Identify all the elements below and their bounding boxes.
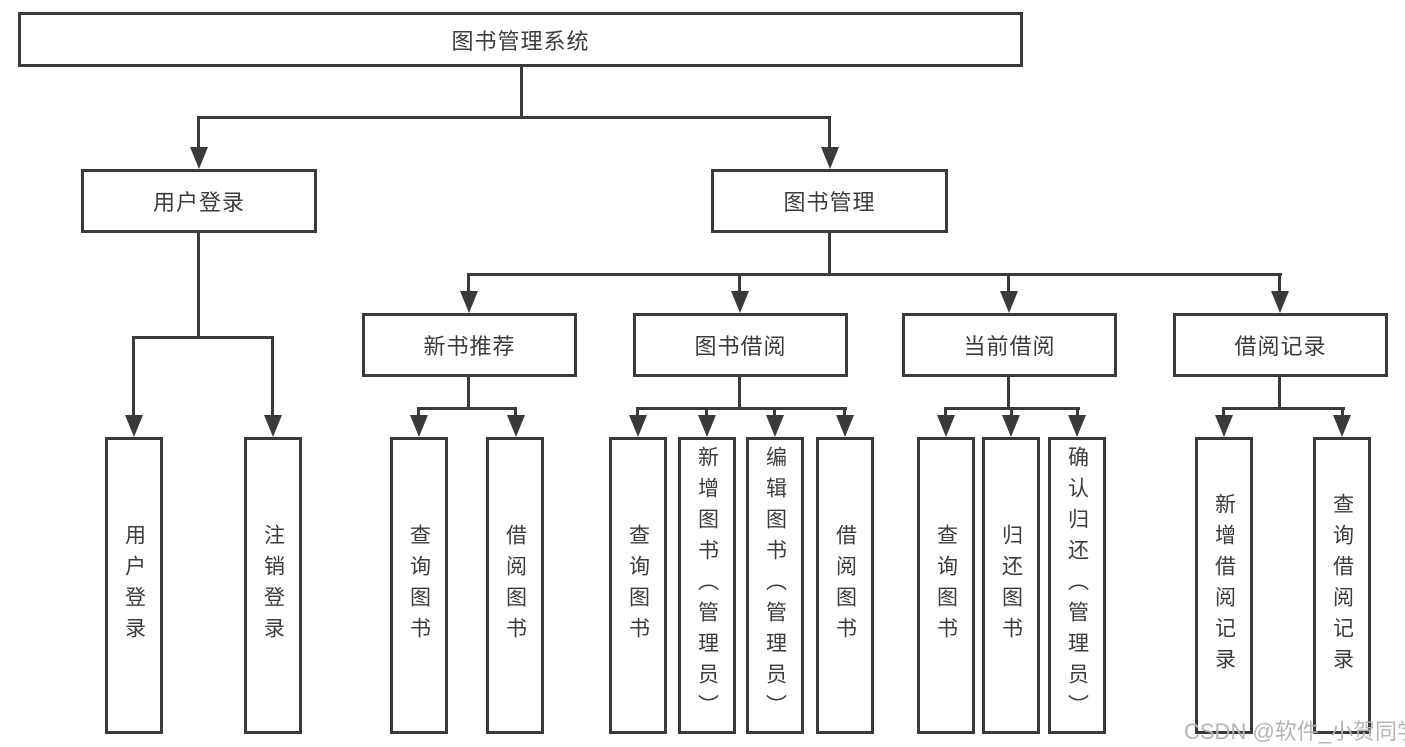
arrow-down-icon <box>629 415 647 437</box>
node-book-management: 图书管理 <box>711 169 948 233</box>
connector-line <box>197 233 200 339</box>
leaf-return-books: 归还图书 <box>982 437 1040 734</box>
connector-line <box>467 273 1282 276</box>
leaf-logout: 注销登录 <box>244 437 302 734</box>
leaf-borrow-books: 借阅图书 <box>816 437 874 734</box>
node-borrow-records: 借阅记录 <box>1173 313 1388 377</box>
leaf-add-borrow-record: 新增借阅记录 <box>1195 437 1253 734</box>
connector-line <box>467 273 470 295</box>
arrow-down-icon <box>821 147 839 169</box>
arrow-down-icon <box>1068 415 1086 437</box>
arrow-down-icon <box>766 415 784 437</box>
connector-line <box>1278 377 1281 410</box>
connector-line <box>1007 273 1010 295</box>
connector-line <box>1010 407 1013 419</box>
arrow-down-icon <box>190 147 208 169</box>
connector-line <box>520 67 523 119</box>
leaf-user-login: 用户登录 <box>105 437 163 734</box>
node-library-system: 图书管理系统 <box>18 12 1023 67</box>
arrow-down-icon <box>410 415 428 437</box>
connector-line <box>197 116 831 119</box>
connector-line <box>1278 273 1281 295</box>
leaf-borrow-books: 借阅图书 <box>486 437 544 734</box>
arrow-down-icon <box>836 415 854 437</box>
connector-line <box>944 407 947 419</box>
connector-line <box>738 377 741 410</box>
arrow-down-icon <box>460 291 478 313</box>
arrow-down-icon <box>1002 415 1020 437</box>
connector-line <box>773 407 776 419</box>
connector-line <box>197 116 200 149</box>
csdn-watermark: CSDN @软件_小贺同学 <box>1184 719 1405 744</box>
leaf-query-borrow-record: 查询借阅记录 <box>1313 437 1371 734</box>
connector-line <box>1007 377 1010 410</box>
leaf-query-books: 查询图书 <box>390 437 448 734</box>
node-user-login: 用户登录 <box>81 169 317 233</box>
leaf-query-books: 查询图书 <box>917 437 975 734</box>
leaf-edit-books-admin: 编辑图书（管理员） <box>746 437 804 734</box>
connector-line <box>1076 407 1079 419</box>
leaf-add-books-admin: 新增图书（管理员） <box>678 437 736 734</box>
node-book-borrow: 图书借阅 <box>633 313 848 377</box>
connector-line <box>417 407 420 419</box>
connector-line <box>467 377 470 410</box>
connector-line <box>1341 407 1344 419</box>
arrow-down-icon <box>937 415 955 437</box>
connector-line <box>514 407 517 419</box>
arrow-down-icon <box>507 415 525 437</box>
arrow-down-icon <box>1215 415 1233 437</box>
leaf-query-books: 查询图书 <box>609 437 667 734</box>
connector-line <box>417 407 517 410</box>
arrow-down-icon <box>1333 415 1351 437</box>
connector-line <box>1222 407 1225 419</box>
connector-line <box>132 336 274 339</box>
node-current-borrow: 当前借阅 <box>902 313 1117 377</box>
arrow-down-icon <box>125 415 143 437</box>
node-new-book-recommend: 新书推荐 <box>362 313 577 377</box>
arrow-down-icon <box>1000 291 1018 313</box>
arrow-down-icon <box>731 291 749 313</box>
connector-line <box>132 336 135 417</box>
arrow-down-icon <box>698 415 716 437</box>
connector-line <box>738 273 741 295</box>
connector-line <box>636 407 847 410</box>
connector-line <box>636 407 639 419</box>
connector-line <box>828 116 831 149</box>
arrow-down-icon <box>1271 291 1289 313</box>
connector-line <box>843 407 846 419</box>
connector-line <box>828 233 831 276</box>
connector-line <box>271 336 274 417</box>
connector-line <box>705 407 708 419</box>
arrow-down-icon <box>264 415 282 437</box>
connector-line <box>1222 407 1345 410</box>
leaf-confirm-return-admin: 确认归还（管理员） <box>1048 437 1106 734</box>
